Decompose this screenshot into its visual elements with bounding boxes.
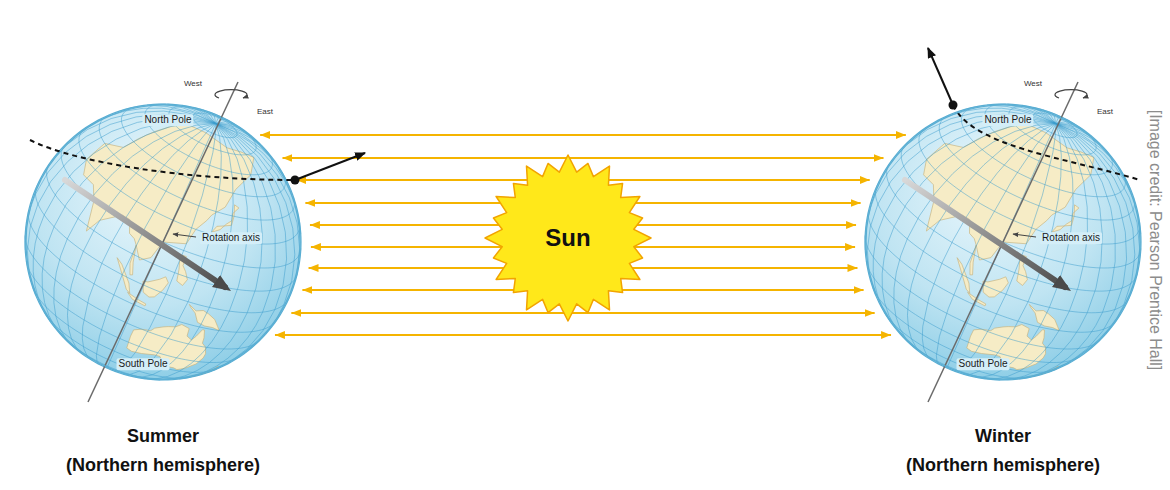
globes xyxy=(0,48,1170,424)
pole-label: North Pole xyxy=(982,114,1033,126)
globe-illustration xyxy=(821,48,1170,424)
image-credit: [Image credit: Pearson Prentice Hall] xyxy=(1146,110,1164,371)
axis-label: Rotation axis xyxy=(200,232,262,244)
pole-label: South Pole xyxy=(957,358,1010,370)
direction-label: East xyxy=(1095,107,1115,116)
pole-label: North Pole xyxy=(142,114,193,126)
sun-rays xyxy=(260,135,906,335)
latitude-line xyxy=(30,140,295,180)
location-dot xyxy=(949,101,958,110)
summer-globe: North PoleRotation axisSouth Pole xyxy=(25,104,301,380)
hemisphere-label: (Northern hemisphere) xyxy=(66,455,260,476)
winter-globe: North PoleRotation axisSouth Pole xyxy=(865,104,1141,380)
graticule xyxy=(821,60,1170,424)
globe-surface xyxy=(821,60,1170,424)
direction-label: East xyxy=(255,107,275,116)
globe-rim xyxy=(0,60,345,424)
hemisphere-label: (Northern hemisphere) xyxy=(906,455,1100,476)
normal-arrow xyxy=(928,48,953,105)
pole-label: South Pole xyxy=(117,358,170,370)
sun-ray xyxy=(291,312,874,314)
sun-ray xyxy=(275,334,891,336)
direction-label: West xyxy=(1022,79,1044,88)
globe-surface xyxy=(0,60,345,424)
leader-line xyxy=(1013,234,1036,237)
normal-arrow xyxy=(295,153,365,180)
spin-arrow xyxy=(215,90,247,98)
spin-arrow xyxy=(1055,90,1087,98)
season-label: Winter xyxy=(975,426,1031,447)
globe-rim xyxy=(821,60,1170,424)
ocean xyxy=(821,60,1170,424)
sun-ray xyxy=(282,157,883,159)
globe-outline xyxy=(26,105,300,379)
season-label: Summer xyxy=(127,426,199,447)
sun-ray xyxy=(260,134,906,136)
location-dot xyxy=(291,176,300,185)
graticule xyxy=(0,60,345,424)
globe-illustration xyxy=(0,60,365,424)
sun-star: Sun xyxy=(483,153,653,323)
direction-label: West xyxy=(182,79,204,88)
ocean xyxy=(0,60,345,424)
sun-shape xyxy=(485,155,651,321)
sun-label: Sun xyxy=(545,224,590,252)
axis-label: Rotation axis xyxy=(1040,232,1102,244)
globe-outline xyxy=(866,105,1140,379)
leader-line xyxy=(173,234,196,237)
latitude-line xyxy=(953,105,1140,180)
